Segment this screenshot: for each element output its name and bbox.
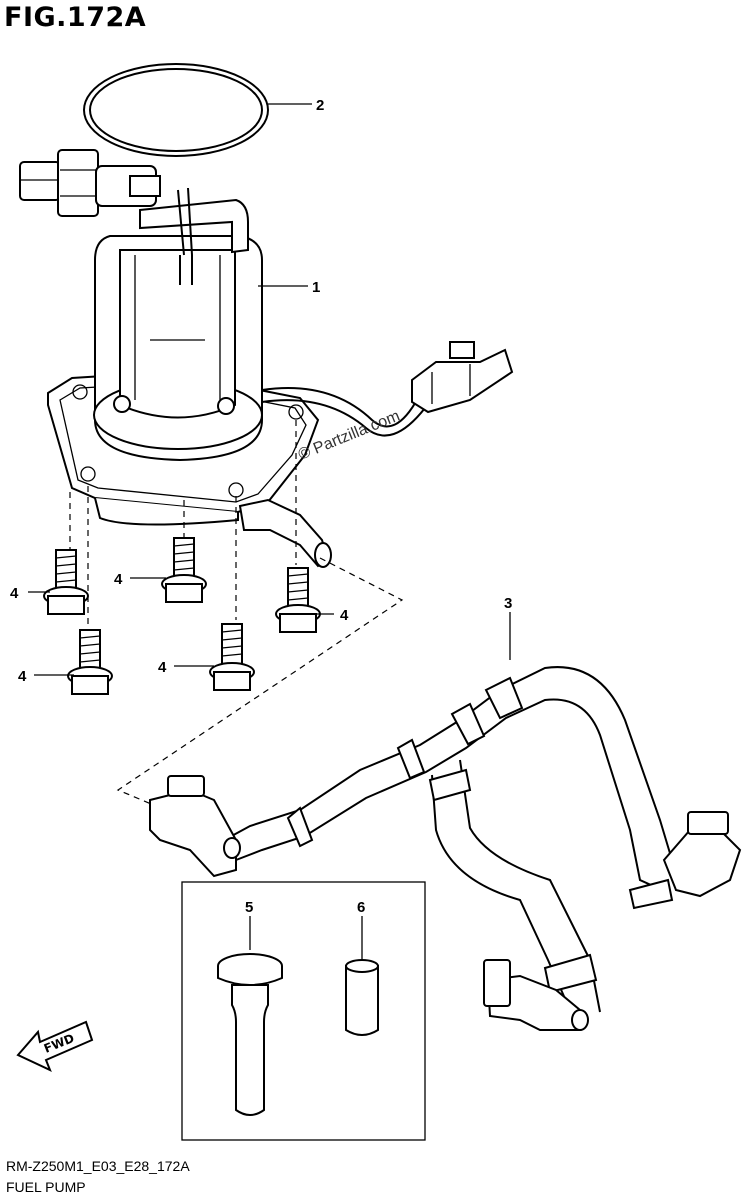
callout-4: 4 bbox=[158, 659, 167, 676]
callout-3: 3 bbox=[504, 595, 512, 612]
flange-bolt[interactable] bbox=[67, 629, 113, 695]
figure-title: FIG.172A bbox=[4, 2, 147, 33]
callout-4: 4 bbox=[18, 668, 27, 685]
flange-bolt[interactable] bbox=[275, 567, 321, 633]
fuel-pump-assembly[interactable] bbox=[19, 149, 514, 568]
diagram-code: RM-Z250M1_E03_E28_172A bbox=[6, 1158, 190, 1174]
o-ring-part[interactable] bbox=[83, 63, 269, 157]
callout-1: 1 bbox=[312, 279, 320, 296]
diagram-caption: FUEL PUMP bbox=[6, 1179, 86, 1195]
fuel-filter-part[interactable] bbox=[217, 953, 283, 1116]
callout-4: 4 bbox=[10, 585, 19, 602]
flange-bolt[interactable] bbox=[161, 537, 207, 603]
callout-4: 4 bbox=[114, 571, 123, 588]
callout-6: 6 bbox=[357, 899, 365, 916]
callout-2: 2 bbox=[316, 97, 324, 114]
fwd-arrow-icon: FWD bbox=[16, 1020, 94, 1072]
fuel-hose-assembly[interactable] bbox=[149, 666, 742, 1031]
callout-5: 5 bbox=[245, 899, 253, 916]
flange-bolt[interactable] bbox=[209, 623, 255, 691]
accessory-kit-box bbox=[181, 881, 426, 1141]
flange-bolt[interactable] bbox=[43, 549, 89, 615]
callout-4: 4 bbox=[340, 607, 349, 624]
hose-sleeve-part[interactable] bbox=[345, 959, 379, 1036]
